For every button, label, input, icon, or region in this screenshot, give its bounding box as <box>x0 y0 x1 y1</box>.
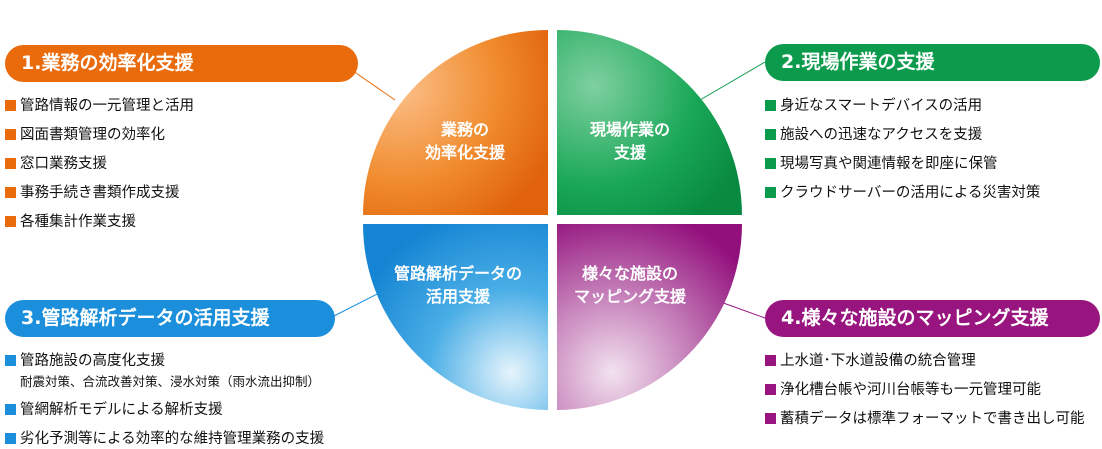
quadrant-label-4: 様々な施設のマッピング支援 <box>540 262 720 308</box>
section-title-4: 4.様々な施設のマッピング支援 <box>765 300 1100 337</box>
list-item: 浄化槽台帳や河川台帳等も一元管理可能 <box>765 379 1085 408</box>
bullet-square-icon <box>765 100 776 111</box>
section-title-3: 3.管路解析データの活用支援 <box>5 300 335 337</box>
quadrant-label-2: 現場作業の支援 <box>540 118 720 164</box>
quadrant-green <box>557 30 742 215</box>
item-text: 事務手続き書類作成支援 <box>20 185 180 201</box>
item-text: 身近なスマートデバイスの活用 <box>780 98 983 114</box>
list-item: クラウドサーバーの活用による災害対策 <box>765 182 1040 211</box>
list-item: 上水道･下水道設備の統合管理 <box>765 350 1085 379</box>
list-item: 事務手続き書類作成支援 <box>5 182 194 211</box>
bullet-square-icon <box>5 404 16 415</box>
list-item: 身近なスマートデバイスの活用 <box>765 95 1040 124</box>
item-text: 浄化槽台帳や河川台帳等も一元管理可能 <box>780 382 1041 398</box>
q2-line1: 現場作業の <box>589 120 670 139</box>
q4-line2: マッピング支援 <box>573 287 686 306</box>
q3-line1: 管路解析データの <box>393 264 522 283</box>
list-item: 現場写真や関連情報を即座に保管 <box>765 153 1040 182</box>
item-text: 窓口業務支援 <box>20 156 107 172</box>
item-text: 図面書類管理の効率化 <box>20 127 165 143</box>
q3-line2: 活用支援 <box>425 287 490 306</box>
bullet-square-icon <box>765 129 776 140</box>
list-item: 施設への迅速なアクセスを支援 <box>765 124 1040 153</box>
bullet-square-icon <box>765 158 776 169</box>
list-item: 劣化予測等による効率的な維持管理業務の支援 <box>5 428 324 449</box>
section-list-1: 管路情報の一元管理と活用 図面書類管理の効率化 窓口業務支援 事務手続き書類作成… <box>5 95 194 240</box>
item-text: 蓄積データは標準フォーマットで書き出し可能 <box>780 411 1085 427</box>
item-text: 各種集計作業支援 <box>20 214 136 230</box>
bullet-square-icon <box>5 433 16 444</box>
bullet-square-icon <box>5 187 16 198</box>
section-title-1: 1.業務の効率化支援 <box>5 45 358 82</box>
item-text: 劣化予測等による効率的な維持管理業務の支援 <box>20 431 325 447</box>
bullet-square-icon <box>765 413 776 424</box>
item-text: 管網解析モデルによる解析支援 <box>20 402 223 418</box>
q4-line1: 様々な施設の <box>581 264 678 283</box>
item-text: 管路施設の高度化支援 <box>20 353 165 369</box>
bullet-square-icon <box>765 355 776 366</box>
q1-line1: 業務の <box>440 120 489 139</box>
q1-line2: 効率化支援 <box>424 143 505 162</box>
list-item: 図面書類管理の効率化 <box>5 124 194 153</box>
list-item: 管網解析モデルによる解析支援 <box>5 399 324 428</box>
list-item: 蓄積データは標準フォーマットで書き出し可能 <box>765 408 1085 437</box>
quadrant-purple <box>557 224 742 410</box>
section-list-2: 身近なスマートデバイスの活用 施設への迅速なアクセスを支援 現場写真や関連情報を… <box>765 95 1040 211</box>
item-text: クラウドサーバーの活用による災害対策 <box>780 185 1041 201</box>
list-item: 各種集計作業支援 <box>5 211 194 240</box>
bullet-square-icon <box>5 355 16 366</box>
bullet-square-icon <box>5 129 16 140</box>
item-text: 管路情報の一元管理と活用 <box>20 98 194 114</box>
item-text: 施設への迅速なアクセスを支援 <box>780 127 983 143</box>
bullet-square-icon <box>5 216 16 227</box>
quadrant-blue <box>363 224 548 410</box>
quadrant-label-1: 業務の効率化支援 <box>375 118 555 164</box>
list-item: 管路情報の一元管理と活用 <box>5 95 194 124</box>
bullet-square-icon <box>765 384 776 395</box>
bullet-square-icon <box>5 158 16 169</box>
section-title-2: 2.現場作業の支援 <box>765 44 1100 81</box>
quadrant-orange <box>363 30 548 215</box>
q2-line2: 支援 <box>613 143 646 162</box>
item-text: 現場写真や関連情報を即座に保管 <box>780 156 998 172</box>
list-item-subtext: 耐震対策、合流改善対策、浸水対策（雨水流出抑制） <box>20 374 321 389</box>
item-text: 上水道･下水道設備の統合管理 <box>780 353 976 369</box>
list-item: 窓口業務支援 <box>5 153 194 182</box>
bullet-square-icon <box>765 187 776 198</box>
list-item: 管路施設の高度化支援 <box>5 350 324 379</box>
section-list-4: 上水道･下水道設備の統合管理 浄化槽台帳や河川台帳等も一元管理可能 蓄積データは… <box>765 350 1085 437</box>
section-list-3: 管路施設の高度化支援 耐震対策、合流改善対策、浸水対策（雨水流出抑制） 管網解析… <box>5 350 324 449</box>
quadrant-label-3: 管路解析データの活用支援 <box>368 262 548 308</box>
bullet-square-icon <box>5 100 16 111</box>
